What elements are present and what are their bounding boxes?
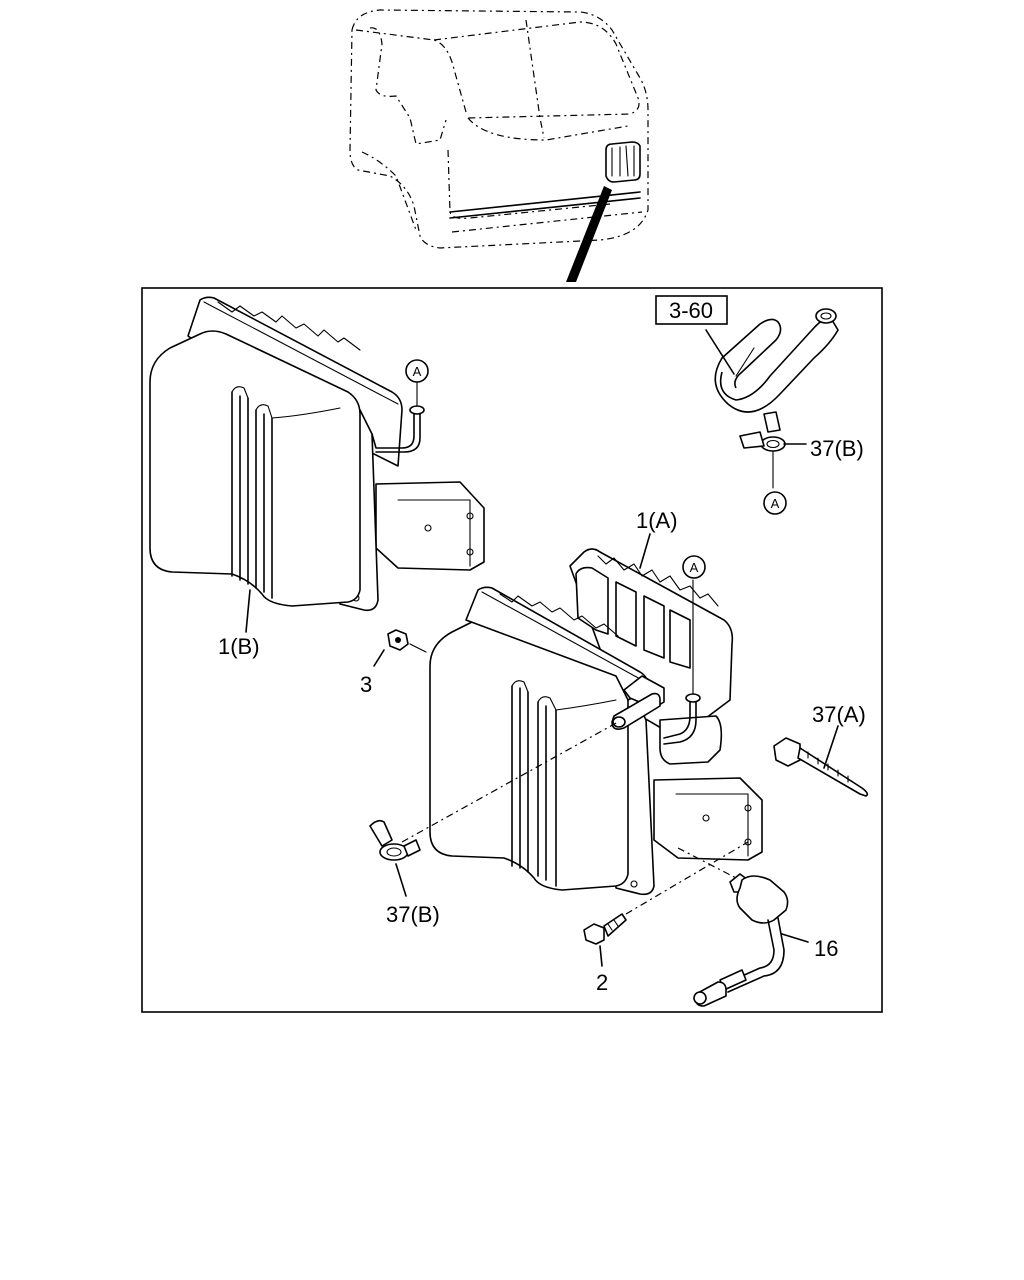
callout-3: 3 xyxy=(360,672,372,697)
callout-37b-top: 37(B) xyxy=(810,436,864,461)
marker-a2: A xyxy=(763,491,787,515)
canister-1b xyxy=(149,296,485,612)
strap-37a xyxy=(773,725,869,797)
hose-3-60 xyxy=(705,308,839,413)
clip-37b-top xyxy=(739,411,807,489)
reference-box: 3-60 xyxy=(655,295,728,325)
reference-box-text: 3-60 xyxy=(669,298,713,323)
callout-1a: 1(A) xyxy=(636,508,678,533)
marker-a1-text: A xyxy=(413,364,422,379)
detail-frame xyxy=(141,287,883,1013)
clip-37b-bottom xyxy=(369,721,619,897)
truck-cab-locator xyxy=(349,9,649,282)
sensor-16 xyxy=(677,847,809,1007)
callout-2: 2 xyxy=(596,970,608,995)
marker-a3-text: A xyxy=(690,560,699,575)
callout-37a: 37(A) xyxy=(812,702,866,727)
marker-a1: A xyxy=(405,359,429,383)
callout-1b: 1(B) xyxy=(218,634,260,659)
nut-3 xyxy=(373,629,427,667)
marker-a3: A xyxy=(682,555,706,579)
marker-a2-text: A xyxy=(771,496,780,511)
canister-1a xyxy=(429,533,763,896)
leader-1b xyxy=(245,589,251,633)
callout-37b-bottom: 37(B) xyxy=(386,902,440,927)
callout-16: 16 xyxy=(814,936,838,961)
bolt-2 xyxy=(583,841,749,967)
